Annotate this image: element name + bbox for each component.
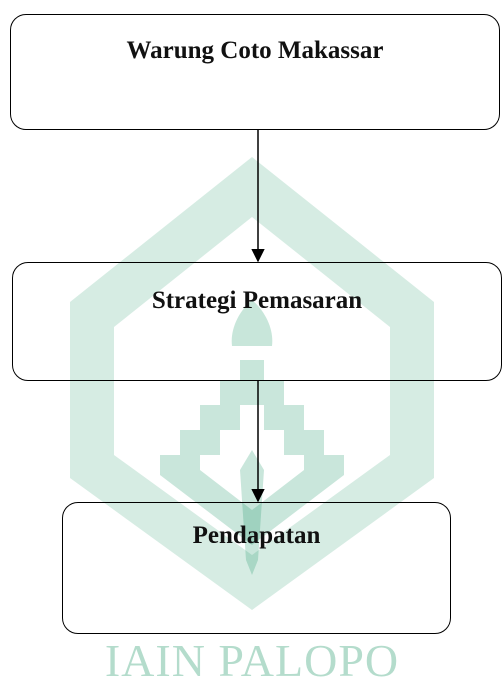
node-strategi-pemasaran: Strategi Pemasaran (12, 262, 502, 381)
node-warung-coto-makassar: Warung Coto Makassar (10, 14, 500, 130)
node-label: Warung Coto Makassar (126, 37, 384, 64)
node-label: Pendapatan (192, 522, 321, 549)
watermark-chevron (70, 157, 434, 610)
watermark-dome (231, 300, 273, 346)
node-pendapatan: Pendapatan (62, 502, 451, 634)
watermark-text: IAIN PALOPO (105, 635, 399, 679)
node-label: Strategi Pemasaran (151, 287, 363, 314)
